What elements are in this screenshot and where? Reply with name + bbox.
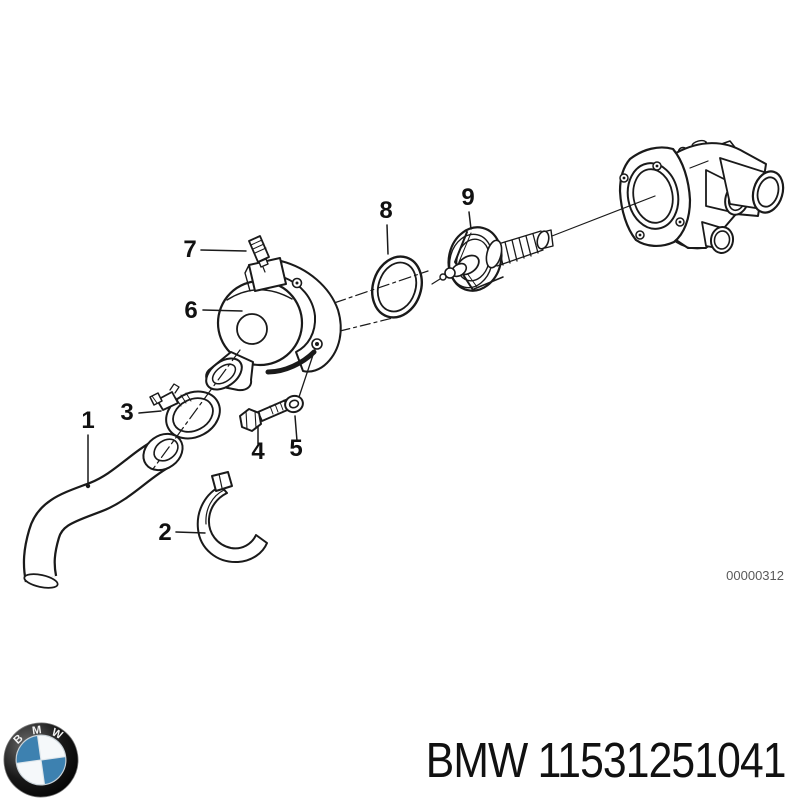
part-label-6: 6 <box>184 297 197 324</box>
clamp-axis-line <box>152 349 241 470</box>
o-ring-part <box>371 255 423 319</box>
bleed-screw-part <box>248 235 270 273</box>
thermostat-housing-body <box>618 139 785 254</box>
assembly-axis-lines <box>333 195 656 332</box>
diagram-code: 00000312 <box>726 568 784 583</box>
part-label-8: 8 <box>379 197 392 224</box>
part-label-2: 2 <box>158 519 171 546</box>
cover-part <box>205 257 342 392</box>
part-labels: 1 2 3 4 5 6 7 8 9 <box>81 184 474 546</box>
brand-name: BMW <box>426 734 528 788</box>
bmw-logo: B M W <box>3 722 79 798</box>
bolt-part <box>239 398 293 432</box>
washer-part <box>284 394 304 414</box>
logo-letter-m: M <box>31 724 42 737</box>
exploded-parts-drawing: 1 2 3 4 5 6 7 8 9 00000312 <box>22 139 785 589</box>
part-label-5: 5 <box>289 435 302 462</box>
leader-lines <box>85 211 472 534</box>
bracket-part <box>196 471 268 564</box>
part-label-4: 4 <box>251 438 265 465</box>
part-label-1: 1 <box>81 407 94 434</box>
part-label-9: 9 <box>461 184 474 211</box>
part-number: 11531251041 <box>537 734 787 788</box>
part-label-7: 7 <box>183 236 196 263</box>
logo-quadrants <box>15 734 67 786</box>
thermostat-part <box>431 226 554 292</box>
hose-part <box>22 432 184 589</box>
part-label-3: 3 <box>120 399 133 426</box>
